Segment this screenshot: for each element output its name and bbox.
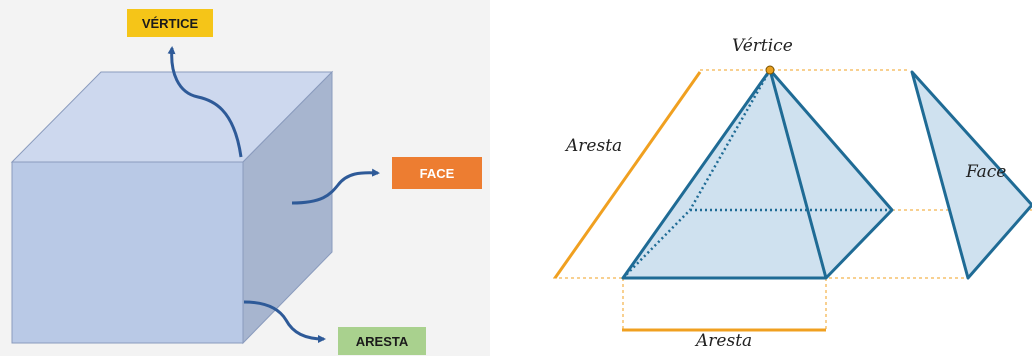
vertex-label: VÉRTICE [141,15,199,31]
face-tag-box [392,157,482,189]
pyramid-face-label: Face [966,162,1007,182]
pyramid-vertex-label: Vértice [732,36,793,56]
vertex-tag-box [127,9,213,37]
edge-label: ARESTA [355,333,409,349]
pyramid-edge-label-bottom: Aresta [696,331,753,351]
pyramid-visible-edges [621,68,894,280]
edge-arrow [243,300,326,343]
cube-front-face [11,161,244,344]
edge-tag-box [338,327,426,355]
vertex-arrow [167,46,243,158]
face-arrow [291,168,380,205]
pyramid-body [623,70,892,278]
pyramid-edge-label-left: Aresta [566,136,623,156]
separated-face-triangle [910,70,1032,280]
face-label: FACE [419,165,455,181]
apex-dot [765,65,775,75]
pyramid-base-left-hidden [622,209,691,279]
edge-left-bar [553,71,702,279]
pyramid-hidden-lateral-edge [688,69,772,211]
